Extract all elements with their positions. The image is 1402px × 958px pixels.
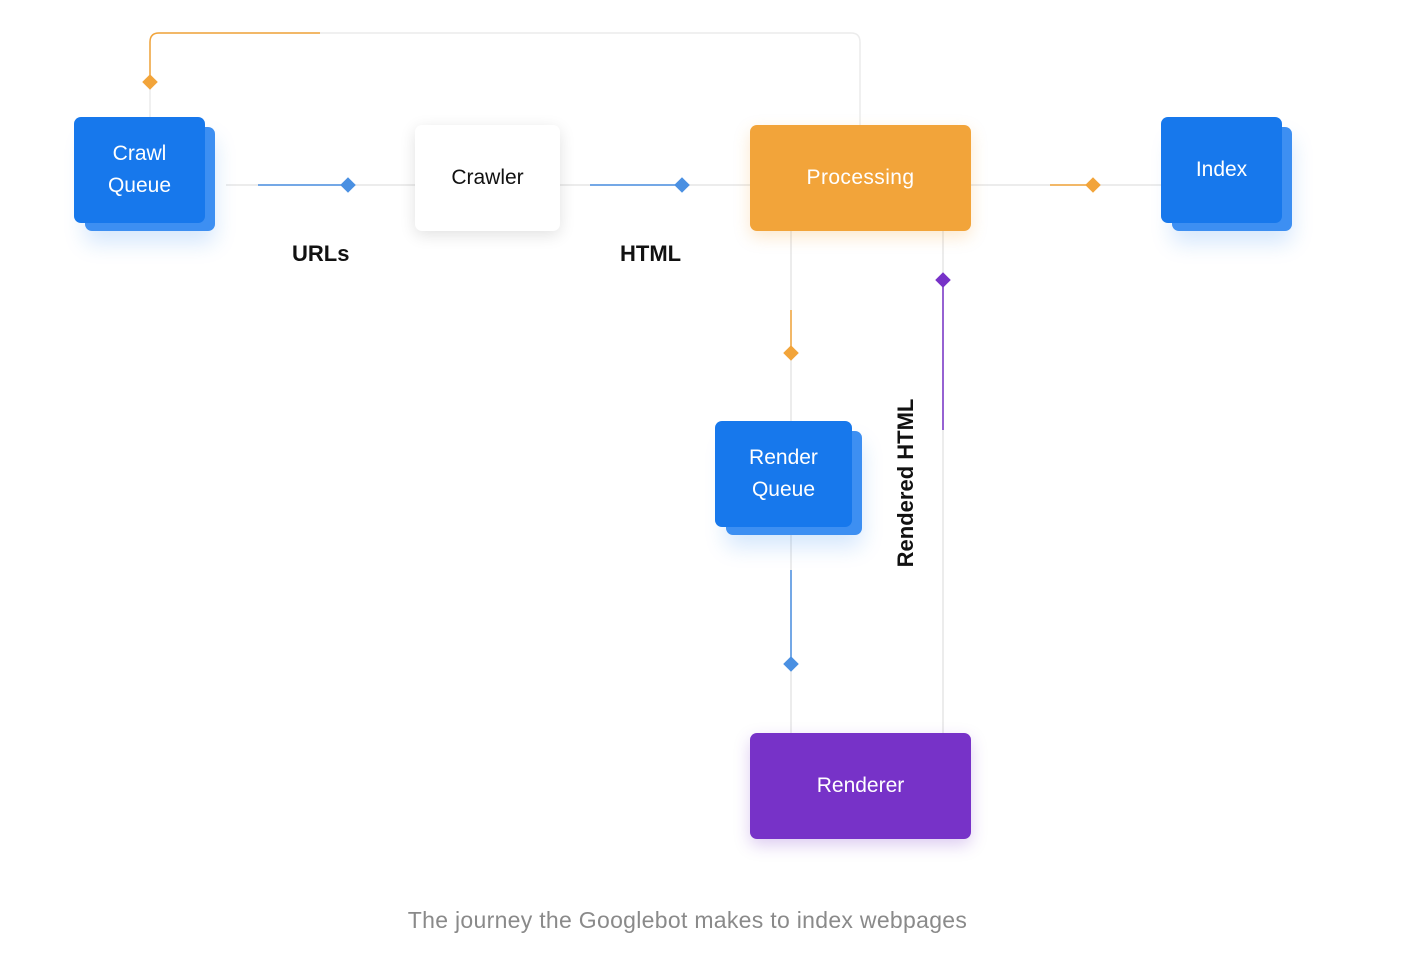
crawl-queue-node: Crawl Queue [74, 117, 205, 223]
crawl-queue-to-crawler-marker [340, 177, 356, 193]
crawler-node: Crawler [415, 125, 560, 231]
diagram-caption: The journey the Googlebot makes to index… [407, 907, 968, 933]
urls-edge-label: URLs [292, 241, 350, 266]
processing-node: Processing [750, 125, 971, 231]
html-edge-label: HTML [620, 241, 682, 266]
index-node: Index [1161, 117, 1282, 223]
processing-to-index-marker [1085, 177, 1101, 193]
processing-to-crawl-queue-accent [149, 32, 320, 82]
renderer-to-processing-marker [935, 272, 951, 288]
render-queue-to-renderer-marker [783, 656, 799, 672]
render-queue-node: Render Queue [715, 421, 852, 527]
rendered-html-edge-label: Rendered HTML [893, 398, 918, 568]
crawler-to-processing-marker [674, 177, 690, 193]
processing-to-crawl-queue-line [149, 32, 861, 125]
processing-to-crawl-queue-marker [142, 74, 158, 90]
renderer-node: Renderer [750, 733, 971, 839]
processing-to-render-queue-marker [783, 345, 799, 361]
